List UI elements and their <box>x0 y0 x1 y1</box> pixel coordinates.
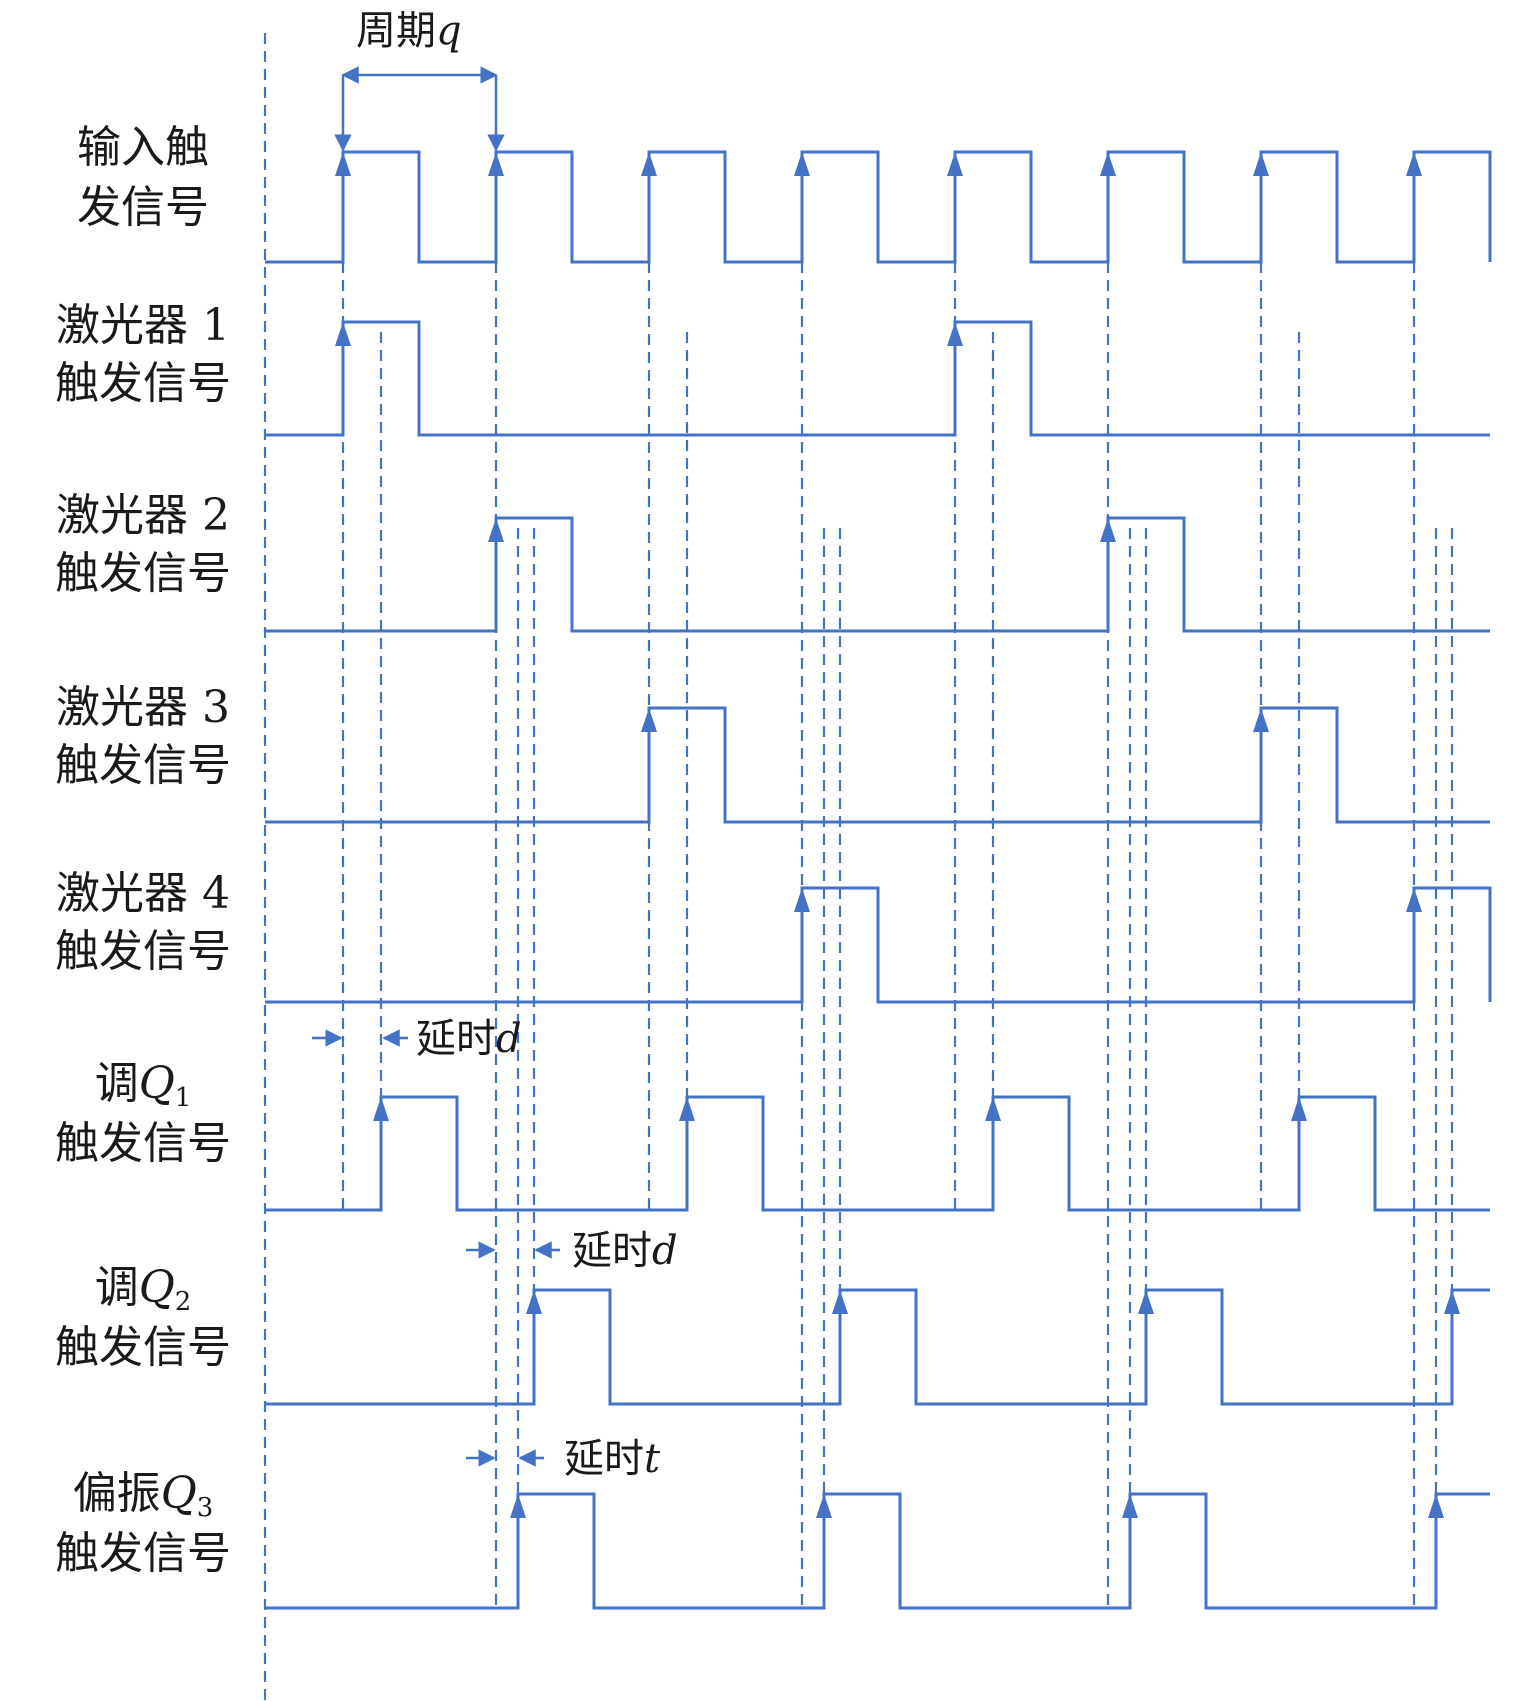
q3-rising-edge-1 <box>510 1494 526 1518</box>
delay-d-q2-annotation: 延时d <box>466 1228 678 1274</box>
laser3-rising-edge-2 <box>1253 708 1269 732</box>
laser4-rising-edge-1 <box>794 888 810 912</box>
q2-rising-edge-2 <box>832 1290 848 1314</box>
delay-t-q3-annotation: 延时t <box>466 1436 661 1482</box>
laser1-rising-edge-1 <box>335 322 351 346</box>
q3-rising-edge-4 <box>1428 1494 1444 1518</box>
laser4-rising-edge-2 <box>1406 888 1422 912</box>
guide-lines <box>341 172 1454 1608</box>
q1-rising-edge-2 <box>679 1097 695 1121</box>
input-rising-edge-8 <box>1406 152 1422 176</box>
label-laser3-line2: 触发信号 <box>55 740 231 791</box>
label-laser2-line2: 触发信号 <box>55 548 231 599</box>
laser1-rising-edge-2 <box>947 322 963 346</box>
laser2-waveform <box>265 516 1490 633</box>
delay-d-q1-label: 延时d <box>416 1016 522 1062</box>
label-input-line2: 发信号 <box>77 182 209 233</box>
label-q3-line2: 触发信号 <box>55 1528 231 1579</box>
label-laser1-line1: 激光器 1 <box>56 300 230 351</box>
delay-d-q1-annotation: 延时d <box>312 1016 522 1062</box>
input-rising-edge-6 <box>1100 152 1116 176</box>
label-laser3-line1: 激光器 3 <box>56 682 230 733</box>
laser4-waveform <box>265 886 1492 1004</box>
q2-rising-edge-3 <box>1138 1290 1154 1314</box>
q1-rising-edge-3 <box>985 1097 1001 1121</box>
laser3-rising-edge-1 <box>641 708 657 732</box>
label-laser2-line1: 激光器 2 <box>56 490 230 541</box>
input-rising-edge-4 <box>794 152 810 176</box>
label-q2-line2: 触发信号 <box>55 1322 231 1373</box>
q3-rising-edge-3 <box>1122 1494 1138 1518</box>
label-q1-line1: 调Q1 <box>95 1058 192 1113</box>
laser3-waveform <box>265 706 1490 824</box>
q1-rising-edge-1 <box>373 1097 389 1121</box>
q1-waveform <box>265 1095 1490 1212</box>
laser1-waveform <box>265 320 1490 437</box>
label-laser1-line2: 触发信号 <box>55 358 231 409</box>
period-annotation: 周期q <box>334 8 505 152</box>
input-rising-edge-5 <box>947 152 963 176</box>
q2-rising-edge-4 <box>1444 1290 1460 1314</box>
input-waveform <box>265 150 1492 264</box>
label-laser4-line1: 激光器 4 <box>56 868 230 919</box>
q3-rising-edge-2 <box>816 1494 832 1518</box>
laser2-rising-edge-1 <box>488 518 504 542</box>
waveforms <box>265 150 1492 1610</box>
period-label: 周期q <box>356 8 462 54</box>
q3-waveform <box>265 1492 1490 1610</box>
q2-waveform <box>265 1288 1490 1406</box>
laser2-rising-edge-2 <box>1100 518 1116 542</box>
input-rising-edge-7 <box>1253 152 1269 176</box>
input-rising-edge-1 <box>335 152 351 176</box>
input-rising-edge-2 <box>488 152 504 176</box>
label-laser4-line2: 触发信号 <box>55 926 231 977</box>
label-q3-line1: 偏振Q3 <box>73 1468 214 1523</box>
signal-labels: 输入触 发信号 激光器 1 触发信号 激光器 2 触发信号 激光器 3 触发信号… <box>55 122 231 1579</box>
input-rising-edge-3 <box>641 152 657 176</box>
delay-d-q2-label: 延时d <box>572 1228 678 1274</box>
rising-edge-arrows <box>335 152 1460 1518</box>
label-q2-line1: 调Q2 <box>95 1262 192 1317</box>
delay-t-q3-label: 延时t <box>564 1436 661 1482</box>
q2-rising-edge-1 <box>526 1290 542 1314</box>
label-q1-line2: 触发信号 <box>55 1118 231 1169</box>
q1-rising-edge-4 <box>1291 1097 1307 1121</box>
label-input-line1: 输入触 <box>77 122 209 173</box>
